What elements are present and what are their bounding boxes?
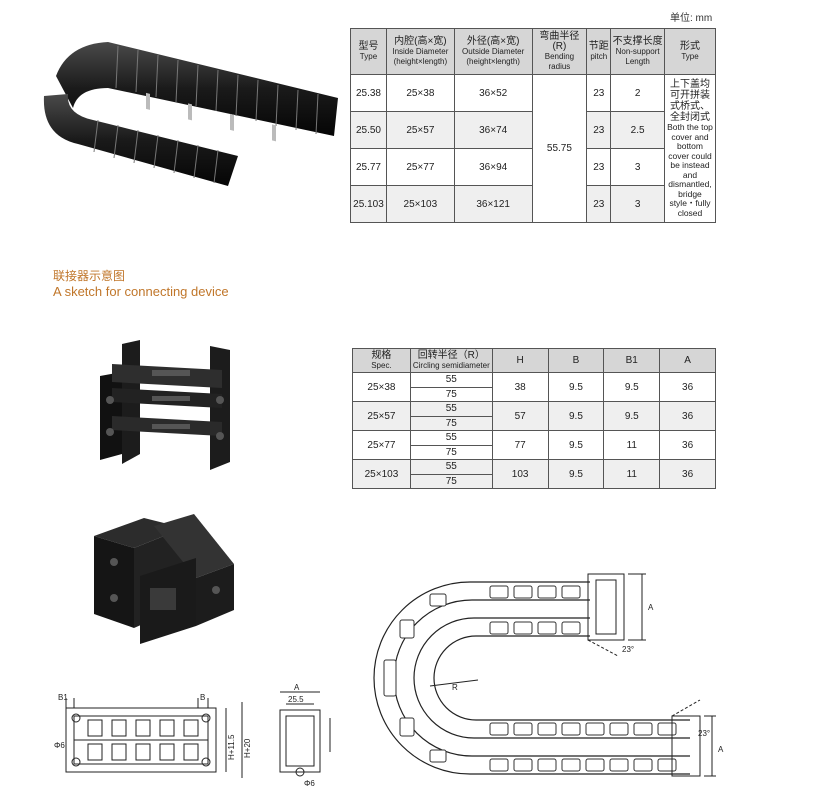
cell-b: 9.5 — [547, 430, 605, 460]
label-a: A — [294, 683, 300, 692]
col-header-h: H — [491, 348, 549, 373]
table-row: 25×77 55 77 9.5 11 36 — [352, 430, 716, 460]
cell-a: 36 — [659, 459, 716, 489]
cell-b1: 11 — [603, 430, 661, 460]
cell-inside: 25×57 — [385, 111, 455, 149]
cable-chain-photo — [43, 42, 338, 186]
cell-radius: 55 — [409, 401, 493, 417]
cell-inside: 25×38 — [385, 74, 455, 112]
cell-a: 36 — [659, 401, 716, 431]
label-r: R — [452, 683, 458, 692]
label-25-5: 25.5 — [288, 695, 304, 704]
cell-radius: 55 — [409, 430, 493, 446]
label-h-plus-20: H+20 — [243, 738, 252, 758]
cell-b: 9.5 — [547, 401, 605, 431]
cell-outside: 36×74 — [453, 111, 533, 149]
connector-side-drawing: A 25.5 Φ6 — [279, 683, 331, 788]
label-b1: B1 — [58, 693, 68, 702]
cell-type: 25.50 — [350, 111, 387, 149]
table-row: 25.38 25×38 36×52 55.75 23 2 上下盖均可开拼装式桥式… — [350, 74, 717, 223]
table-row: 25×38 55 38 9.5 9.5 36 — [352, 372, 716, 402]
cell-radius: 75 — [409, 473, 493, 489]
cell-spec: 25×103 — [352, 459, 411, 489]
col-header-b: B — [547, 348, 605, 373]
cell-type: 25.38 — [350, 74, 387, 112]
connector-front-drawing: B1 B Φ6 H+11.5 H+20 — [54, 693, 252, 778]
form-en: Both the top cover and bottom cover coul… — [667, 122, 713, 218]
table-row: 25×103 55 103 9.5 11 36 — [352, 459, 716, 489]
label-angle-bottom: 23° — [698, 729, 710, 738]
cell-outside: 36×94 — [453, 148, 533, 186]
cell-h: 77 — [491, 430, 549, 460]
cell-pitch: 23 — [586, 185, 612, 223]
table-row: 25.77 25×77 36×94 23 3 — [350, 148, 716, 186]
cell-radius: 55 — [409, 459, 493, 475]
col-header-radius: 回转半径（R）Circling semidiameter — [409, 348, 493, 373]
cell-pitch: 23 — [586, 148, 612, 186]
cell-type: 25.77 — [350, 148, 387, 186]
col-header-a: A — [659, 348, 716, 373]
connector-photo-bottom — [94, 514, 234, 644]
cell-nonsupport: 2.5 — [610, 111, 665, 149]
cell-spec: 25×77 — [352, 430, 411, 460]
cell-pitch: 23 — [586, 74, 612, 112]
cell-b: 9.5 — [547, 372, 605, 402]
cell-a: 36 — [659, 372, 716, 402]
table-row: 25.50 25×57 36×74 23 2.5 — [350, 111, 716, 149]
label-phi6-side: Φ6 — [304, 779, 315, 788]
connector-photo-top — [100, 340, 230, 470]
col-header-outside: 外径(高×宽)Outside Diameter(height×length) — [453, 28, 533, 75]
cell-nonsupport: 3 — [610, 148, 665, 186]
table-row: 75 — [353, 473, 716, 489]
section-title-zh: 联接器示意图 — [53, 269, 126, 283]
section-title-en: A sketch for connecting device — [53, 284, 229, 299]
cell-pitch: 23 — [586, 111, 612, 149]
cell-h: 103 — [491, 459, 549, 489]
form-zh: 上下盖均可开拼装式桥式、全封闭式 — [669, 79, 710, 123]
cell-radius: 75 — [409, 444, 493, 460]
cell-radius: 75 — [409, 386, 493, 402]
cell-form: 上下盖均可开拼装式桥式、全封闭式 Both the top cover and … — [663, 74, 717, 223]
cell-b1: 11 — [603, 459, 661, 489]
unit-label: 单位: mm — [670, 13, 713, 24]
cell-bending-radius: 55.75 — [531, 74, 588, 223]
label-phi6: Φ6 — [54, 741, 65, 750]
cell-inside: 25×103 — [385, 185, 455, 223]
table-row: 25.103 25×103 36×121 23 3 — [350, 185, 716, 223]
cell-outside: 36×52 — [453, 74, 533, 112]
label-b: B — [200, 693, 205, 702]
cell-radius: 75 — [409, 415, 493, 431]
cell-inside: 25×77 — [385, 148, 455, 186]
cell-h: 38 — [491, 372, 549, 402]
chain-bend-drawing: A A 23° 23° R — [373, 573, 724, 777]
cell-outside: 36×121 — [453, 185, 533, 223]
cell-radius: 55 — [409, 372, 493, 388]
label-h-plus-11-5: H+11.5 — [227, 734, 236, 760]
cell-h: 57 — [491, 401, 549, 431]
col-header-b1: B1 — [603, 348, 661, 373]
cell-b: 9.5 — [547, 459, 605, 489]
cell-nonsupport: 3 — [610, 185, 665, 223]
label-angle-top: 23° — [622, 645, 634, 654]
table-row: 25×57 55 57 9.5 9.5 36 — [352, 401, 716, 431]
cell-type: 25.103 — [350, 185, 387, 223]
cell-b1: 9.5 — [603, 401, 661, 431]
cell-nonsupport: 2 — [610, 74, 665, 112]
cell-spec: 25×38 — [352, 372, 411, 402]
cell-b1: 9.5 — [603, 372, 661, 402]
cell-a: 36 — [659, 430, 716, 460]
col-header-inside: 内腔(高×宽)Inside Diameter(height×length) — [385, 28, 455, 75]
label-a-top: A — [648, 603, 654, 612]
cell-spec: 25×57 — [352, 401, 411, 431]
label-a-bottom: A — [718, 745, 724, 754]
